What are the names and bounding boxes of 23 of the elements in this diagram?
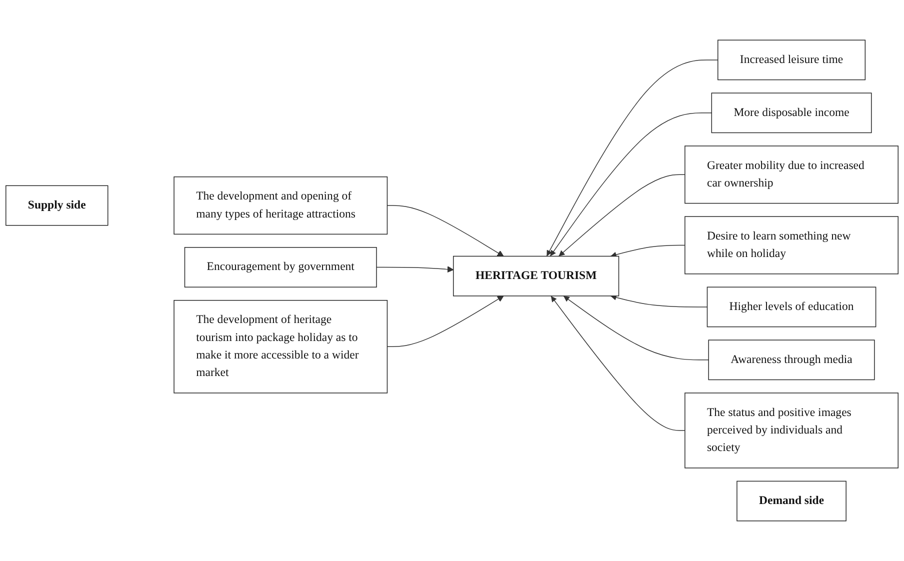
arrow [386, 296, 504, 348]
node-box: Demand side [736, 480, 846, 522]
arrow [546, 60, 718, 257]
node-box: HERITAGE TOURISM [453, 256, 620, 296]
arrow [563, 296, 709, 360]
arrow [550, 296, 686, 431]
arrow [558, 174, 686, 257]
node-box: The status and positive images perceived by individuals and society [684, 392, 898, 468]
arrow [386, 205, 504, 257]
node-box: Awareness through media [708, 340, 875, 380]
node-box: Increased leisure time [718, 40, 866, 80]
arrow [376, 266, 454, 273]
arrow [610, 294, 708, 308]
node-box: Supply side [6, 185, 108, 226]
node-box: Higher levels of education [706, 286, 876, 328]
node-box: Encouragement by government [184, 247, 377, 288]
node-box: The development and opening of many types of heritage attractions [174, 176, 388, 235]
node-box: Greater mobility due to increased car ownership [684, 146, 898, 204]
arrow [610, 244, 686, 258]
node-box: More disposable income [711, 92, 872, 134]
node-box: Desire to learn something new while on holiday [684, 216, 898, 274]
node-box: The development of heritage tourism into package holiday as to make it more accessible to a wider market [174, 300, 388, 394]
arrow [550, 112, 712, 257]
